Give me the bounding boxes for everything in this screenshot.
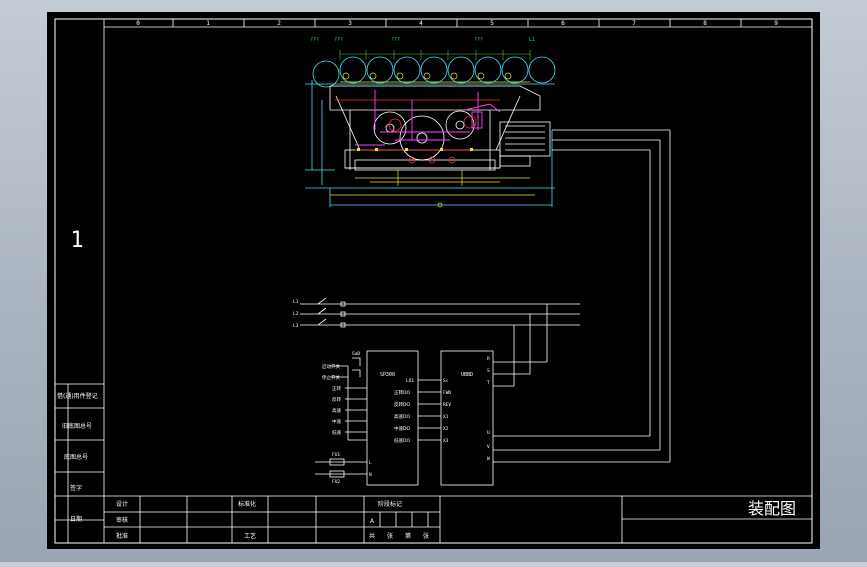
vfd-terminal-s: S bbox=[487, 368, 490, 374]
left-label-signature: 签字 bbox=[70, 484, 82, 492]
column-label-8: 8 bbox=[703, 20, 707, 27]
column-label-0: 0 bbox=[136, 20, 140, 27]
tb-sheets-unit-1: 张 bbox=[387, 532, 393, 540]
plc-output-6: 低速DO bbox=[394, 437, 410, 444]
assembly-view: ??? ??? ??? ??? L1 bbox=[305, 37, 556, 208]
drawing-paper bbox=[47, 12, 820, 549]
wiring-diagram bbox=[300, 129, 671, 486]
left-register-block bbox=[55, 19, 105, 543]
tb-designer: 设计 bbox=[116, 500, 128, 508]
plc-input-4: 反转 bbox=[332, 396, 341, 403]
column-label-6: 6 bbox=[561, 20, 565, 27]
vfd-terminal-t: T bbox=[487, 380, 490, 386]
sheet-number: 1 bbox=[70, 228, 83, 253]
dim-label-3: ??? bbox=[391, 37, 400, 43]
power-line-l2: L2 bbox=[293, 311, 299, 317]
vfd-terminal-r: R bbox=[487, 356, 490, 362]
plc-output-1: LO1 bbox=[406, 378, 414, 384]
column-label-2: 2 bbox=[277, 20, 281, 27]
column-strip bbox=[104, 19, 812, 28]
plc-input-1: 启动开关 bbox=[322, 363, 340, 370]
plc-power-n: N bbox=[369, 472, 372, 478]
plc-input-6: 中速 bbox=[332, 418, 341, 425]
dim-label-5: L1 bbox=[529, 37, 535, 43]
title-block bbox=[104, 495, 812, 543]
dim-label-4: ??? bbox=[474, 37, 483, 43]
plc-power-l: L bbox=[369, 460, 372, 466]
vfd-input-4: X1 bbox=[443, 414, 449, 420]
plc-output-4: 高速DO bbox=[394, 413, 410, 420]
vfd-label: UBBD bbox=[461, 372, 473, 378]
plc-label: SP300 bbox=[380, 372, 395, 378]
fuse-1: FU1 bbox=[332, 452, 340, 458]
tb-sheets-total: 共 bbox=[369, 532, 375, 540]
switch-label: SaD bbox=[352, 351, 360, 357]
vfd-input-5: X2 bbox=[443, 426, 449, 432]
left-label-date: 日期 bbox=[70, 515, 82, 523]
tb-standardization: 标准化 bbox=[238, 500, 256, 508]
drawing-title: 装配图 bbox=[748, 499, 796, 518]
vfd-terminal-v: V bbox=[487, 444, 490, 450]
tb-sheet-no: 第 bbox=[405, 532, 411, 540]
plc-input-2: 停止开关 bbox=[322, 374, 340, 381]
left-label-register: 借(通)用件登记 bbox=[57, 392, 98, 400]
column-label-1: 1 bbox=[206, 20, 210, 27]
vfd-input-2: FWD bbox=[443, 390, 451, 396]
tb-checker: 审核 bbox=[116, 516, 128, 524]
tb-sheets-unit-2: 张 bbox=[423, 532, 429, 540]
left-label-old-number: 旧底图总号 bbox=[62, 422, 92, 430]
drawing-frame bbox=[54, 18, 813, 544]
plc-output-2: 正转DO bbox=[394, 389, 410, 396]
dim-label-2: ??? bbox=[334, 37, 343, 43]
column-label-7: 7 bbox=[632, 20, 636, 27]
plc-input-3: 正转 bbox=[332, 385, 341, 392]
fuse-2: FU2 bbox=[332, 479, 340, 485]
vfd-input-6: X3 bbox=[443, 438, 449, 444]
column-label-4: 4 bbox=[419, 20, 423, 27]
tb-stage-mark-header: 阶段标记 bbox=[378, 500, 402, 508]
power-line-l1: L1 bbox=[293, 299, 299, 305]
vfd-input-3: REV bbox=[443, 402, 451, 408]
tb-stage: A bbox=[370, 518, 375, 525]
column-label-9: 9 bbox=[774, 20, 778, 27]
tb-process: 工艺 bbox=[244, 532, 256, 540]
vfd-terminal-u: U bbox=[487, 430, 490, 436]
tb-approver: 批准 bbox=[116, 532, 128, 540]
plc-box bbox=[366, 350, 419, 486]
dim-label-1: ??? bbox=[310, 37, 319, 43]
plc-output-5: 中速DO bbox=[394, 425, 410, 432]
column-label-5: 5 bbox=[490, 20, 494, 27]
plc-input-5: 高速 bbox=[332, 407, 341, 414]
vfd-terminal-w: W bbox=[487, 456, 490, 462]
vfd-box bbox=[440, 350, 494, 486]
plc-output-3: 反转DO bbox=[394, 401, 410, 408]
plc-input-7: 低速 bbox=[332, 429, 341, 436]
column-label-3: 3 bbox=[348, 20, 352, 27]
vfd-input-1: Sc bbox=[443, 378, 449, 384]
left-label-base-number: 底图总号 bbox=[64, 453, 88, 461]
power-line-l3: L3 bbox=[293, 323, 299, 329]
